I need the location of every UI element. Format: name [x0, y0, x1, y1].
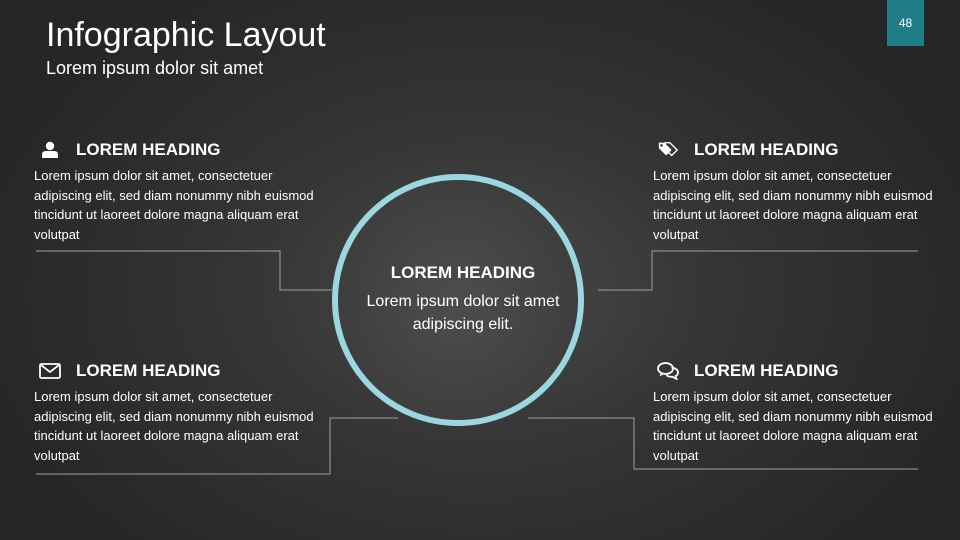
center-heading: LOREM HEADING [390, 263, 536, 282]
info-block-heading: LOREM HEADING [76, 361, 221, 380]
info-block-heading: LOREM HEADING [76, 140, 221, 159]
user-icon [39, 140, 61, 160]
info-block-body: Lorem ipsum dolor sit amet, consectetuer… [34, 168, 314, 242]
info-block-heading: LOREM HEADING [694, 140, 839, 159]
connector-top-left [36, 250, 332, 291]
slide-title: Infographic Layout [46, 16, 326, 54]
chat-icon [657, 361, 679, 381]
info-block-header: LOREM HEADING [657, 139, 948, 161]
envelope-icon [39, 361, 61, 381]
info-block-heading: LOREM HEADING [694, 361, 839, 380]
info-block-header: LOREM HEADING [39, 360, 324, 382]
connector-bottom-right [528, 417, 918, 470]
info-block-body: Lorem ipsum dolor sit amet, consectetuer… [653, 168, 933, 242]
tags-icon [657, 140, 679, 160]
center-body: Lorem ipsum dolor sit amet adipiscing el… [366, 293, 560, 333]
connector-top-right [598, 250, 918, 291]
info-block-top-left: LOREM HEADING Lorem ipsum dolor sit amet… [34, 139, 324, 244]
center-circle [332, 174, 584, 426]
slide-subtitle: Lorem ipsum dolor sit amet [46, 58, 264, 78]
page-number: 48 [898, 16, 913, 30]
info-block-bottom-left: LOREM HEADING Lorem ipsum dolor sit amet… [34, 360, 324, 465]
connector-bottom-left [36, 417, 398, 475]
info-block-body: Lorem ipsum dolor sit amet, consectetuer… [653, 389, 933, 463]
info-block-body: Lorem ipsum dolor sit amet, consectetuer… [34, 389, 314, 463]
page-number-badge: 48 [887, 0, 924, 46]
info-block-top-right: LOREM HEADING Lorem ipsum dolor sit amet… [653, 139, 948, 244]
info-block-bottom-right: LOREM HEADING Lorem ipsum dolor sit amet… [653, 360, 948, 465]
info-block-header: LOREM HEADING [657, 360, 948, 382]
info-block-header: LOREM HEADING [39, 139, 324, 161]
